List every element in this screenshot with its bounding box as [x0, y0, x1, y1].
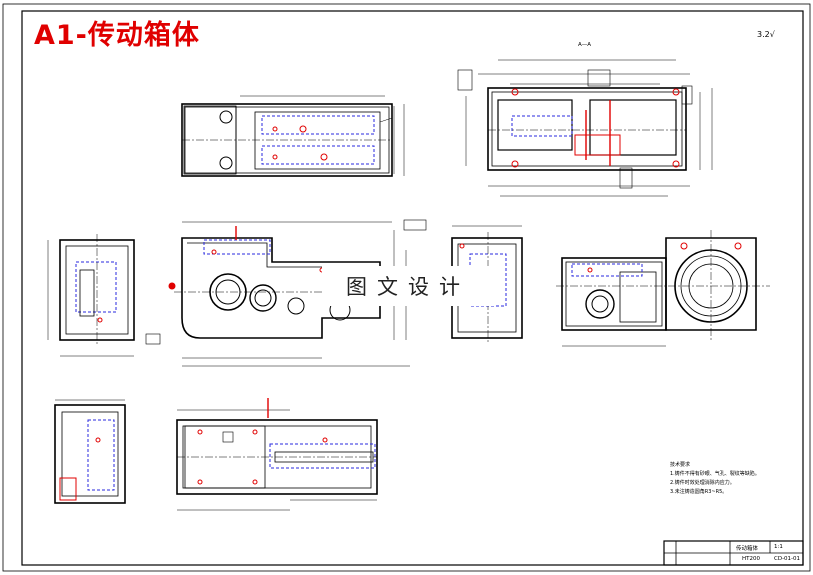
section-label: A—A [578, 42, 592, 48]
bottom-plan-view [176, 398, 378, 511]
tech-req-line-1: 1.铸件不得有砂眼、气孔、裂纹等缺陷。 [670, 471, 760, 477]
tech-req-heading: 技术要求 [670, 462, 691, 468]
right-view [556, 230, 770, 347]
inner-border [21, 10, 804, 566]
tech-req-line-3: 3.未注铸造圆角R3~R5。 [670, 489, 728, 495]
drawing-number: CD-01-01 [774, 556, 801, 562]
section-a-a-view [457, 59, 713, 197]
left-side-view [47, 234, 161, 357]
technical-requirements: 技术要求 1.铸件不得有砂眼、气孔、裂纹等缺陷。 2.铸件时效处理消除内应力。 … [670, 461, 760, 497]
roughness-symbol: 3.2√ [757, 30, 775, 39]
tech-req-line-2: 2.铸件时效处理消除内应力。 [670, 480, 735, 486]
outer-border [2, 3, 811, 572]
front-view [168, 219, 427, 367]
top-plan-view [181, 95, 405, 177]
drawing-title: A1-传动箱体 [34, 20, 200, 51]
bottom-left-detail [54, 399, 126, 504]
watermark-text: 图文设计 [322, 266, 494, 306]
title-block [663, 540, 804, 566]
part-name: 传动箱体 [736, 546, 759, 552]
scale: 1:1 [774, 544, 783, 550]
material: HT200 [742, 556, 760, 562]
